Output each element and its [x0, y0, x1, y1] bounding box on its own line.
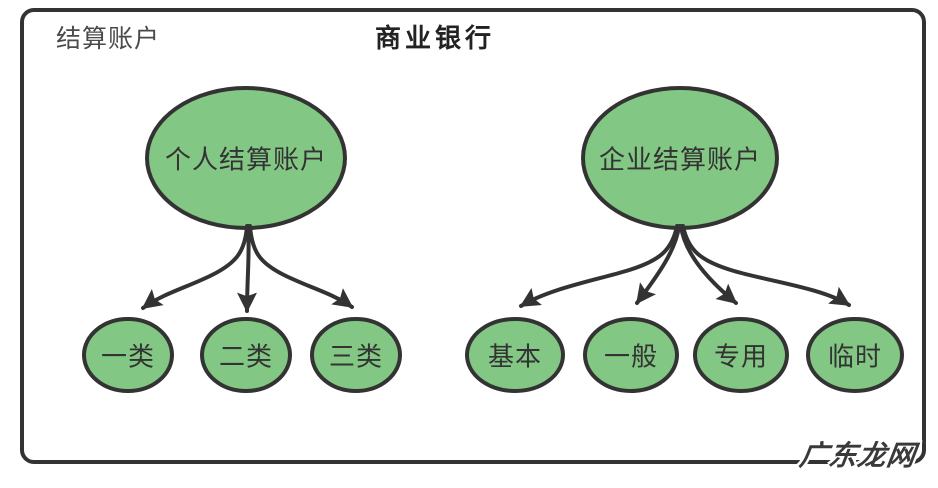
arrow-personal-to-type2 — [237, 224, 258, 313]
node-label-type1: 一类 — [100, 341, 156, 372]
node-ellipse-type2 — [200, 317, 292, 393]
arrow-corporate-to-general — [635, 224, 681, 305]
page-title: 商业银行 — [375, 23, 496, 53]
node-ellipse-type1 — [82, 317, 174, 393]
node-label-temporary: 临时 — [827, 341, 883, 372]
node-label-personal-root: 个人结算账户 — [164, 144, 328, 175]
diagram-subtitle: 结算账户 — [56, 25, 161, 53]
arrow-corporate-to-temporary — [681, 224, 851, 307]
arrow-corporate-to-basic — [519, 224, 679, 308]
node-ellipse-special — [693, 317, 789, 393]
arrow-personal-to-type1 — [141, 224, 249, 310]
node-label-basic: 基本 — [487, 341, 543, 372]
arrow-personal-to-type3 — [248, 224, 354, 309]
watermark-text: 广东龙网 — [797, 440, 918, 471]
arrow-corporate-to-special — [679, 224, 738, 305]
node-ellipse-basic — [465, 317, 565, 393]
node-ellipse-type3 — [310, 317, 402, 393]
node-label-corporate-root: 企业结算账户 — [598, 144, 762, 175]
node-label-type2: 二类 — [218, 341, 274, 372]
node-label-special: 专用 — [713, 341, 769, 372]
node-ellipse-temporary — [806, 317, 904, 393]
node-label-general: 一般 — [603, 341, 659, 372]
diagram-border-frame — [20, 8, 926, 464]
node-ellipse-general — [583, 317, 679, 393]
node-label-type3: 三类 — [328, 341, 384, 372]
